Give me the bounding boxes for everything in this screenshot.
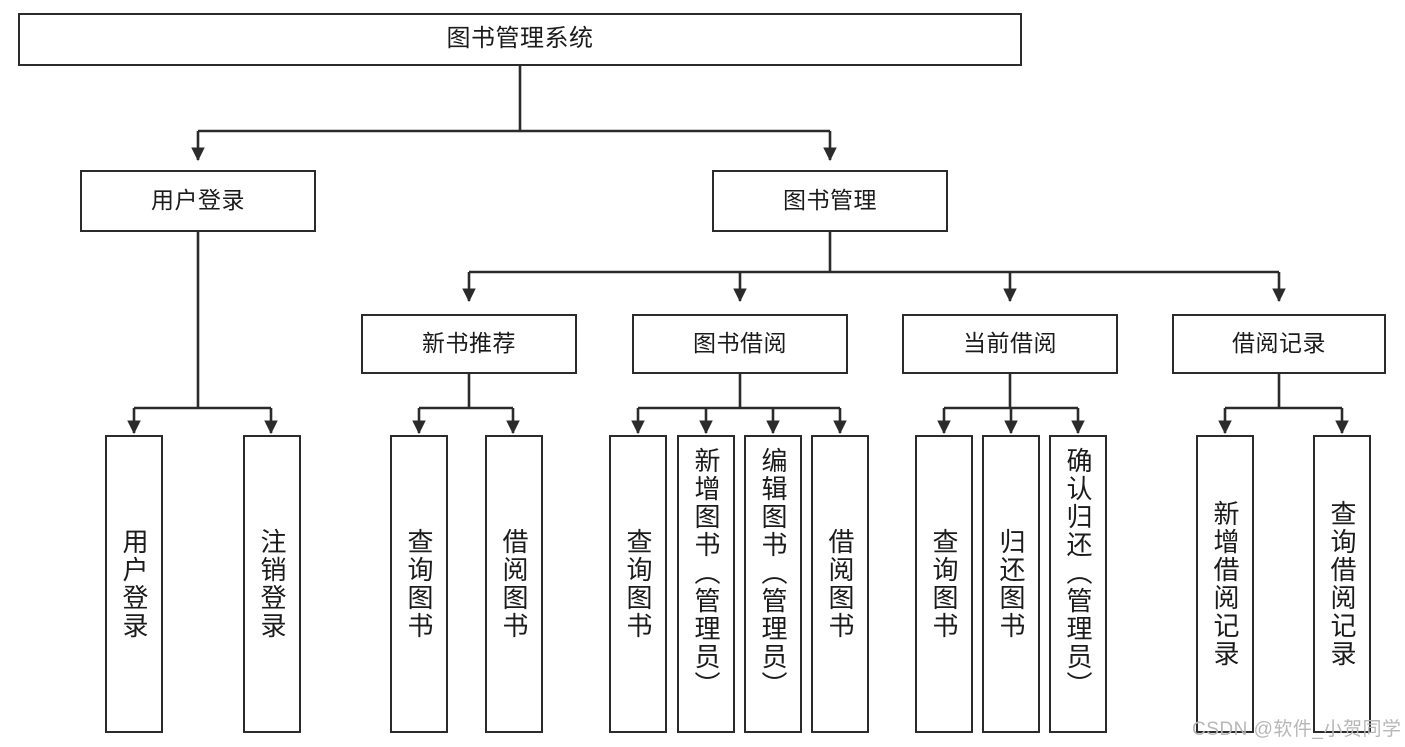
node-leaf-borrow-book-2-label: 借阅图书 — [825, 528, 855, 640]
node-leaf-logout-label: 注销登录 — [257, 528, 287, 640]
node-new-book-rec[interactable]: 新书推荐 — [361, 314, 577, 374]
node-leaf-query-book-1[interactable]: 查询图书 — [390, 435, 448, 733]
node-leaf-borrow-book-1[interactable]: 借阅图书 — [485, 435, 543, 733]
node-user-login-label: 用户登录 — [151, 187, 245, 214]
node-borrow-record-label: 借阅记录 — [1232, 330, 1326, 357]
node-leaf-user-login-label: 用户登录 — [119, 528, 149, 640]
node-leaf-borrow-book-2[interactable]: 借阅图书 — [811, 435, 869, 733]
node-leaf-query-record[interactable]: 查询借阅记录 — [1313, 435, 1371, 733]
node-current-borrow-label: 当前借阅 — [963, 330, 1057, 357]
node-leaf-return-book-label: 归还图书 — [996, 528, 1026, 640]
node-root[interactable]: 图书管理系统 — [18, 13, 1022, 66]
node-book-manage[interactable]: 图书管理 — [712, 170, 948, 232]
node-leaf-query-book-2-label: 查询图书 — [623, 528, 653, 640]
node-leaf-confirm-return-label: 确认归还（管理员） — [1063, 447, 1093, 699]
node-leaf-query-book-3-label: 查询图书 — [929, 528, 959, 640]
node-leaf-query-book-3[interactable]: 查询图书 — [915, 435, 973, 733]
node-leaf-return-book[interactable]: 归还图书 — [982, 435, 1040, 733]
node-borrow-record[interactable]: 借阅记录 — [1172, 314, 1386, 374]
watermark-text: CSDN @软件_小贺同学 — [1192, 719, 1402, 740]
node-leaf-add-record-label: 新增借阅记录 — [1210, 500, 1240, 668]
node-book-borrow-label: 图书借阅 — [693, 330, 787, 357]
node-leaf-query-book-2[interactable]: 查询图书 — [609, 435, 667, 733]
node-leaf-user-login[interactable]: 用户登录 — [105, 435, 163, 733]
node-root-label: 图书管理系统 — [446, 25, 594, 53]
node-leaf-add-book-label: 新增图书（管理员） — [691, 447, 721, 699]
node-leaf-logout[interactable]: 注销登录 — [243, 435, 301, 733]
node-leaf-edit-book-label: 编辑图书（管理员） — [758, 447, 788, 699]
node-leaf-add-book[interactable]: 新增图书（管理员） — [677, 435, 735, 733]
node-leaf-confirm-return[interactable]: 确认归还（管理员） — [1049, 435, 1107, 733]
node-leaf-query-book-1-label: 查询图书 — [404, 528, 434, 640]
node-new-book-rec-label: 新书推荐 — [422, 330, 516, 357]
node-book-manage-label: 图书管理 — [783, 187, 877, 214]
node-book-borrow[interactable]: 图书借阅 — [632, 314, 848, 374]
node-leaf-query-record-label: 查询借阅记录 — [1327, 500, 1357, 668]
node-leaf-borrow-book-1-label: 借阅图书 — [499, 528, 529, 640]
node-leaf-edit-book[interactable]: 编辑图书（管理员） — [744, 435, 802, 733]
node-current-borrow[interactable]: 当前借阅 — [902, 314, 1118, 374]
node-leaf-add-record[interactable]: 新增借阅记录 — [1196, 435, 1254, 733]
node-user-login[interactable]: 用户登录 — [80, 170, 316, 232]
